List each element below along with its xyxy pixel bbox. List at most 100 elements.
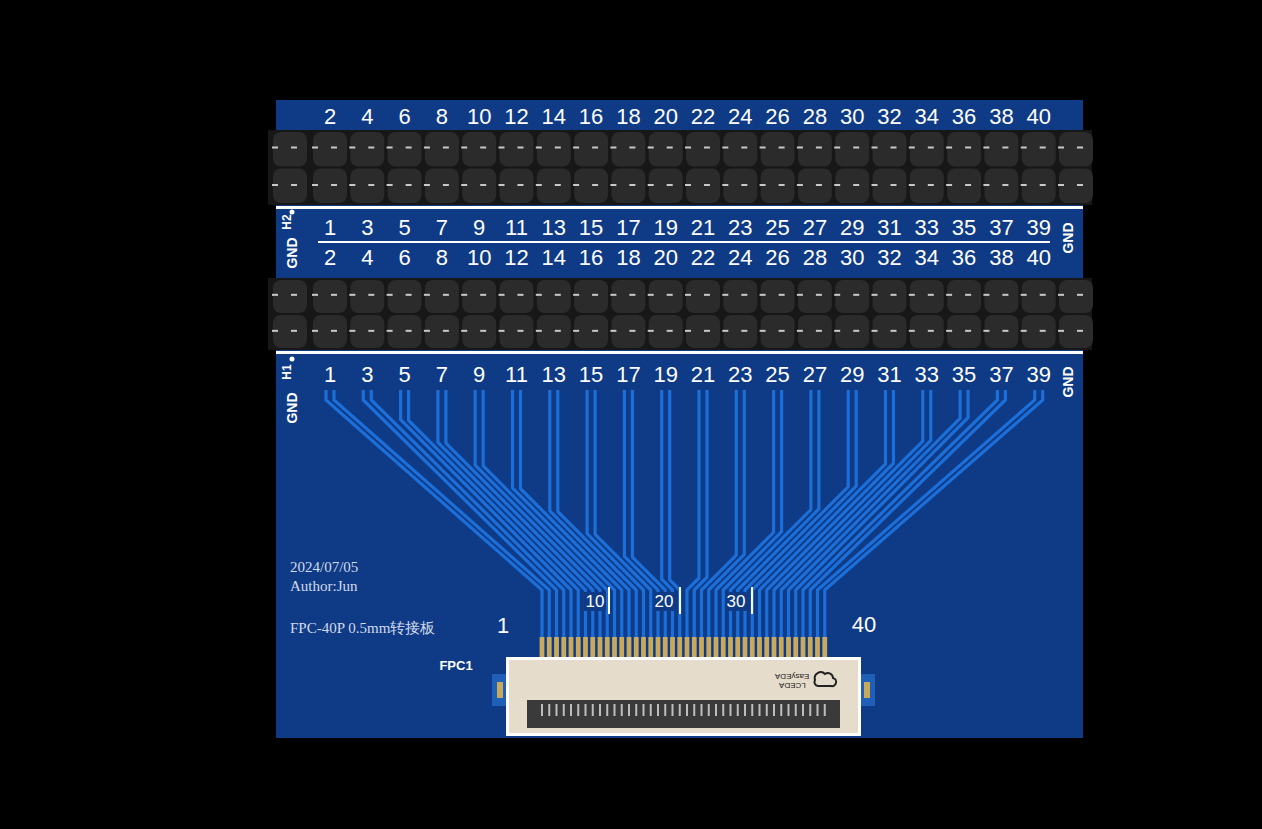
copper-trace bbox=[810, 390, 1005, 640]
pin-number: 25 bbox=[765, 364, 789, 386]
fpc-pad bbox=[699, 637, 704, 657]
pin-mark bbox=[1058, 184, 1064, 186]
connector-tooth bbox=[679, 704, 681, 716]
pin-mark bbox=[741, 294, 747, 296]
pin-mark bbox=[853, 330, 859, 332]
connector-tooth bbox=[715, 704, 717, 716]
pin-mark bbox=[349, 184, 355, 186]
pin-housing bbox=[500, 132, 534, 167]
pin-housing bbox=[761, 169, 795, 204]
pin-number: 15 bbox=[579, 217, 603, 239]
pin-number: 34 bbox=[915, 247, 939, 269]
pin-housing bbox=[388, 169, 422, 204]
pin-housing bbox=[984, 132, 1018, 167]
pin-housing bbox=[500, 315, 534, 348]
header-group bbox=[268, 130, 1093, 350]
pin-mark bbox=[368, 147, 374, 149]
pin-housing bbox=[984, 280, 1018, 313]
pin-housing bbox=[761, 280, 795, 313]
fpc-pad bbox=[808, 637, 813, 657]
pin-mark bbox=[312, 294, 318, 296]
pin-mark bbox=[480, 184, 486, 186]
logo-text: LCEDA bbox=[779, 681, 806, 689]
pin-mark bbox=[1058, 147, 1064, 149]
pin-number: 37 bbox=[989, 364, 1013, 386]
pin-mark bbox=[387, 184, 393, 186]
pin-mark bbox=[592, 147, 598, 149]
pin-number: 14 bbox=[542, 106, 566, 128]
pin-number: 23 bbox=[728, 364, 752, 386]
pin-housing bbox=[723, 132, 757, 167]
pin-housing bbox=[500, 280, 534, 313]
pin-housing bbox=[873, 169, 907, 204]
pin-mark bbox=[331, 294, 337, 296]
pin-housing bbox=[388, 132, 422, 167]
pin-mark bbox=[667, 330, 673, 332]
pin-number: 22 bbox=[691, 106, 715, 128]
pin-mark bbox=[555, 184, 561, 186]
fpc-pad bbox=[648, 637, 653, 657]
pin-housing bbox=[425, 280, 459, 313]
pin-mark bbox=[610, 294, 616, 296]
pin-housing bbox=[947, 132, 981, 167]
pin-housing bbox=[537, 169, 571, 204]
copper-trace bbox=[363, 390, 556, 640]
fpc-pad bbox=[590, 637, 595, 657]
pin-header bbox=[268, 130, 1092, 205]
pin-housing bbox=[313, 315, 347, 348]
pin-housing bbox=[723, 280, 757, 313]
pin-mark bbox=[834, 184, 840, 186]
silk-line bbox=[276, 351, 1083, 354]
pin-mark bbox=[536, 330, 542, 332]
fpc-pad bbox=[735, 637, 740, 657]
pin-mark bbox=[331, 330, 337, 332]
pin-housing bbox=[761, 315, 795, 348]
fpc-pad bbox=[714, 637, 719, 657]
pin-number: 32 bbox=[877, 247, 901, 269]
connector-tooth bbox=[570, 704, 572, 716]
pin-housing bbox=[873, 132, 907, 167]
pin-number: 27 bbox=[803, 217, 827, 239]
pin-housing bbox=[947, 280, 981, 313]
pin-housing bbox=[873, 280, 907, 313]
fpc-pad bbox=[721, 637, 726, 657]
pin-mark bbox=[272, 294, 278, 296]
pin-housing bbox=[1022, 280, 1056, 313]
connector-tooth bbox=[643, 704, 645, 716]
fpc-pad bbox=[793, 637, 798, 657]
pin-mark bbox=[312, 184, 318, 186]
pin-number: 23 bbox=[728, 217, 752, 239]
pin-mark bbox=[461, 294, 467, 296]
pin-index: 10 bbox=[584, 592, 607, 611]
pin-mark bbox=[704, 184, 710, 186]
pin-mark bbox=[349, 294, 355, 296]
pin-mark bbox=[312, 330, 318, 332]
pin-number: 26 bbox=[765, 247, 789, 269]
pin-mark bbox=[853, 147, 859, 149]
fpc-pad bbox=[569, 637, 574, 657]
pin-housing bbox=[1059, 280, 1093, 313]
pin-mark bbox=[760, 330, 766, 332]
pin-mark bbox=[909, 184, 915, 186]
pin-housing bbox=[686, 169, 720, 204]
pin-mark bbox=[573, 330, 579, 332]
pin-mark bbox=[499, 184, 505, 186]
pin-number: 11 bbox=[505, 364, 528, 386]
pin-number: 18 bbox=[616, 106, 640, 128]
pin-mark bbox=[592, 184, 598, 186]
pin-mark bbox=[536, 184, 542, 186]
pin-housing bbox=[984, 169, 1018, 204]
copper-trace bbox=[371, 390, 563, 640]
pin-mark bbox=[928, 294, 934, 296]
pin-mark bbox=[573, 184, 579, 186]
connector-tooth bbox=[824, 704, 826, 716]
pin-number: 32 bbox=[877, 106, 901, 128]
pin-mark bbox=[629, 147, 635, 149]
pin-mark bbox=[536, 147, 542, 149]
fpc-pad bbox=[706, 637, 711, 657]
pin-housing bbox=[350, 315, 384, 348]
pin-mark bbox=[331, 184, 337, 186]
pin-mark bbox=[406, 330, 412, 332]
pin-mark bbox=[518, 330, 524, 332]
pin-number: 11 bbox=[505, 217, 528, 239]
